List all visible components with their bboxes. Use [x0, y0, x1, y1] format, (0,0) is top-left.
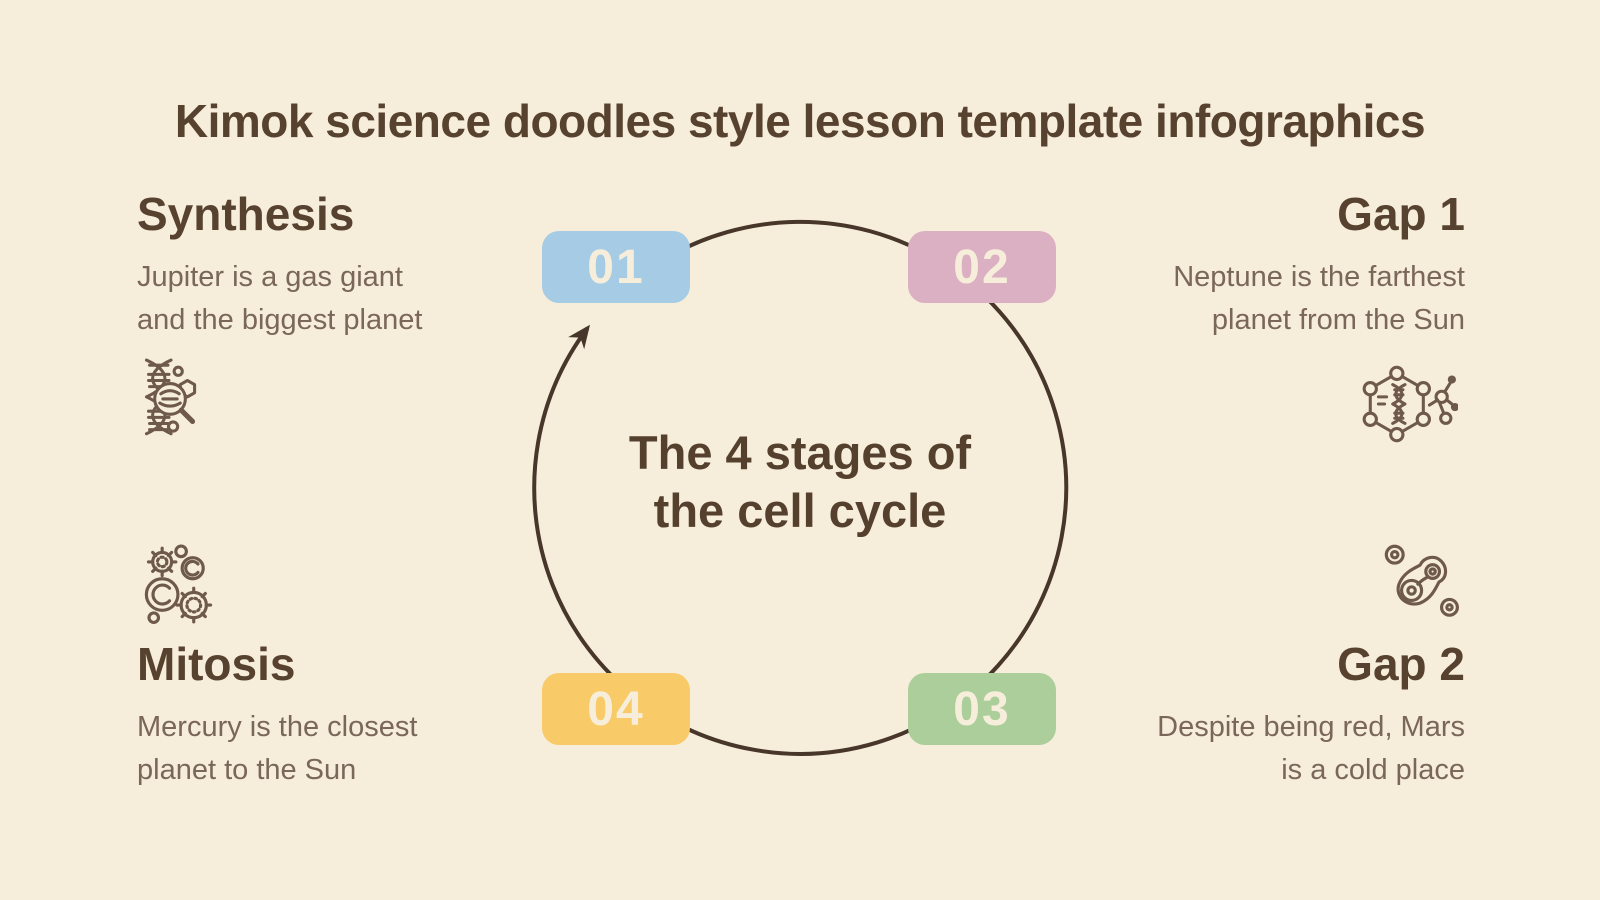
- section-mitosis: Mitosis Mercury is the closest planet to …: [137, 640, 557, 792]
- section-gap1-title: Gap 1: [1337, 188, 1465, 240]
- section-gap2: Gap 2 Despite being red, Mars is a cold p…: [1045, 640, 1465, 792]
- section-gap1: Gap 1 Neptune is the farthest planet from…: [1045, 190, 1465, 342]
- body-line: Mercury is the closest: [137, 711, 418, 743]
- section-gap1-body: Neptune is the farthest planet from the S…: [1045, 256, 1465, 342]
- section-mitosis-body: Mercury is the closest planet to the Sun: [137, 706, 557, 792]
- stage-badge-02: 02: [908, 231, 1056, 303]
- section-mitosis-title: Mitosis: [137, 638, 296, 690]
- body-line: planet from the Sun: [1211, 304, 1465, 336]
- stage-number-03: 03: [953, 682, 1011, 736]
- stage-number-04: 04: [587, 682, 645, 736]
- stage-badge-04: 04: [542, 673, 690, 745]
- body-line: and the biggest planet: [137, 304, 423, 336]
- cycle-center-title: The 4 stages of the cell cycle: [500, 424, 1100, 540]
- section-gap2-title: Gap 2: [1337, 638, 1465, 690]
- dna-magnifier-icon: [134, 358, 204, 446]
- stage-number-02: 02: [953, 240, 1011, 294]
- molecule-dna-hexagon-icon: [1356, 364, 1458, 444]
- body-line: Despite being red, Mars: [1157, 711, 1465, 743]
- body-line: is a cold place: [1281, 754, 1465, 786]
- dividing-cells-icon: [1380, 542, 1460, 620]
- body-line: Jupiter is a gas giant: [137, 261, 403, 293]
- page-title: Kimok science doodles style lesson templ…: [174, 95, 1426, 147]
- center-title-line2: the cell cycle: [653, 484, 947, 537]
- section-gap2-body: Despite being red, Mars is a cold place: [1045, 706, 1465, 792]
- section-synthesis-title: Synthesis: [137, 188, 355, 240]
- stage-number-01: 01: [587, 240, 645, 294]
- stage-badge-03: 03: [908, 673, 1056, 745]
- stage-badge-01: 01: [542, 231, 690, 303]
- center-title-line1: The 4 stages of: [628, 426, 972, 479]
- body-line: planet to the Sun: [137, 754, 357, 786]
- section-synthesis: Synthesis Jupiter is a gas giant and the …: [137, 190, 557, 342]
- body-line: Neptune is the farthest: [1173, 261, 1465, 293]
- section-synthesis-body: Jupiter is a gas giant and the biggest pl…: [137, 256, 557, 342]
- microbes-icon: [141, 544, 217, 624]
